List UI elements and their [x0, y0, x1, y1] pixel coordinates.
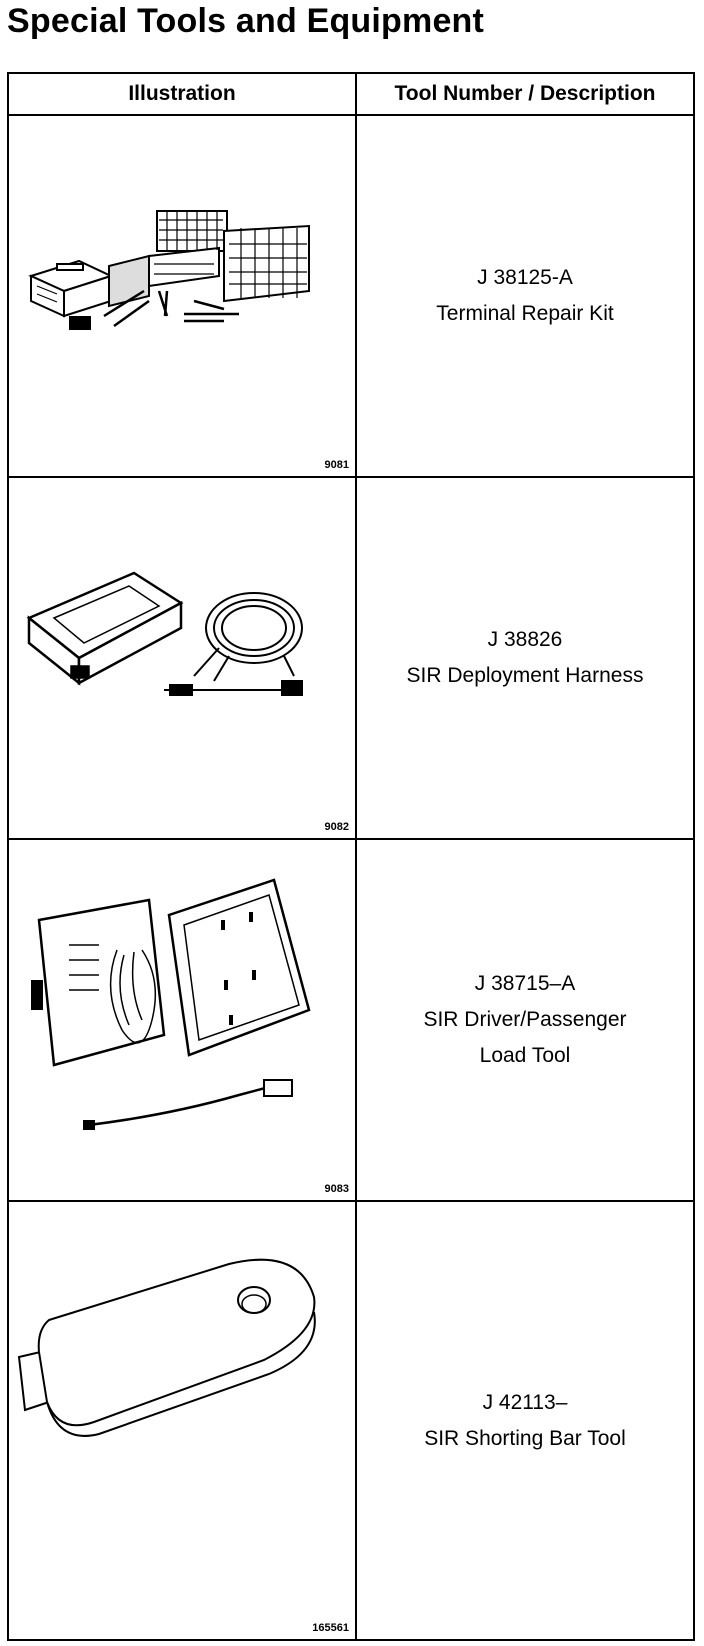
tool-number: J 38826	[487, 628, 563, 651]
description-cell: J 38715–A SIR Driver/Passenger Load Tool	[357, 840, 693, 1200]
illustration-cell: 9083	[9, 840, 355, 1200]
description-cell: J 38125-A Terminal Repair Kit	[357, 116, 693, 476]
terminal-repair-kit-illustration: .	[28, 210, 310, 330]
header-divider	[9, 114, 693, 116]
table-row: 9083 J 38715–A SIR Driver/Passenger Load…	[9, 840, 693, 1200]
load-tool-illustration	[31, 878, 311, 1130]
table-row: 165561 J 42113– SIR Shorting Bar Tool	[9, 1202, 693, 1639]
tool-description: SIR Shorting Bar Tool	[424, 1426, 626, 1450]
illustration-cell: 9082	[9, 478, 355, 838]
column-divider	[355, 74, 357, 1639]
tools-table: Illustration Tool Number / Description	[7, 72, 695, 1641]
description-cell: J 42113– SIR Shorting Bar Tool	[357, 1202, 693, 1639]
description-cell: J 38826 SIR Deployment Harness	[357, 478, 693, 838]
page-title: Special Tools and Equipment	[7, 2, 485, 40]
tool-number: J 42113–	[482, 1390, 568, 1414]
figure-number: 9083	[324, 1183, 349, 1195]
row-divider	[9, 1200, 693, 1202]
row-divider	[9, 476, 693, 478]
figure-number: 9082	[324, 821, 349, 833]
illustration-cell: 165561	[9, 1202, 355, 1639]
table-row: . 9081 J 38125-A Terminal Repair Kit	[9, 116, 693, 476]
header-description: Tool Number / Description	[394, 82, 656, 105]
tool-description: SIR Deployment Harness	[406, 664, 644, 687]
deployment-harness-illustration	[26, 571, 303, 696]
row-divider	[9, 838, 693, 840]
illustration-cell: . 9081	[9, 116, 355, 476]
figure-number: 165561	[312, 1622, 349, 1634]
tool-description: SIR Driver/Passenger	[423, 1008, 627, 1031]
header-illustration: Illustration	[128, 82, 236, 105]
tool-description-cont: Load Tool	[479, 1044, 571, 1067]
table-row: 9082 J 38826 SIR Deployment Harness	[9, 478, 693, 838]
shorting-bar-illustration	[17, 1258, 316, 1437]
tool-description: Terminal Repair Kit	[436, 302, 614, 325]
tool-number: J 38125-A	[477, 266, 573, 289]
tool-number: J 38715–A	[474, 972, 576, 995]
figure-number: 9081	[324, 459, 349, 471]
